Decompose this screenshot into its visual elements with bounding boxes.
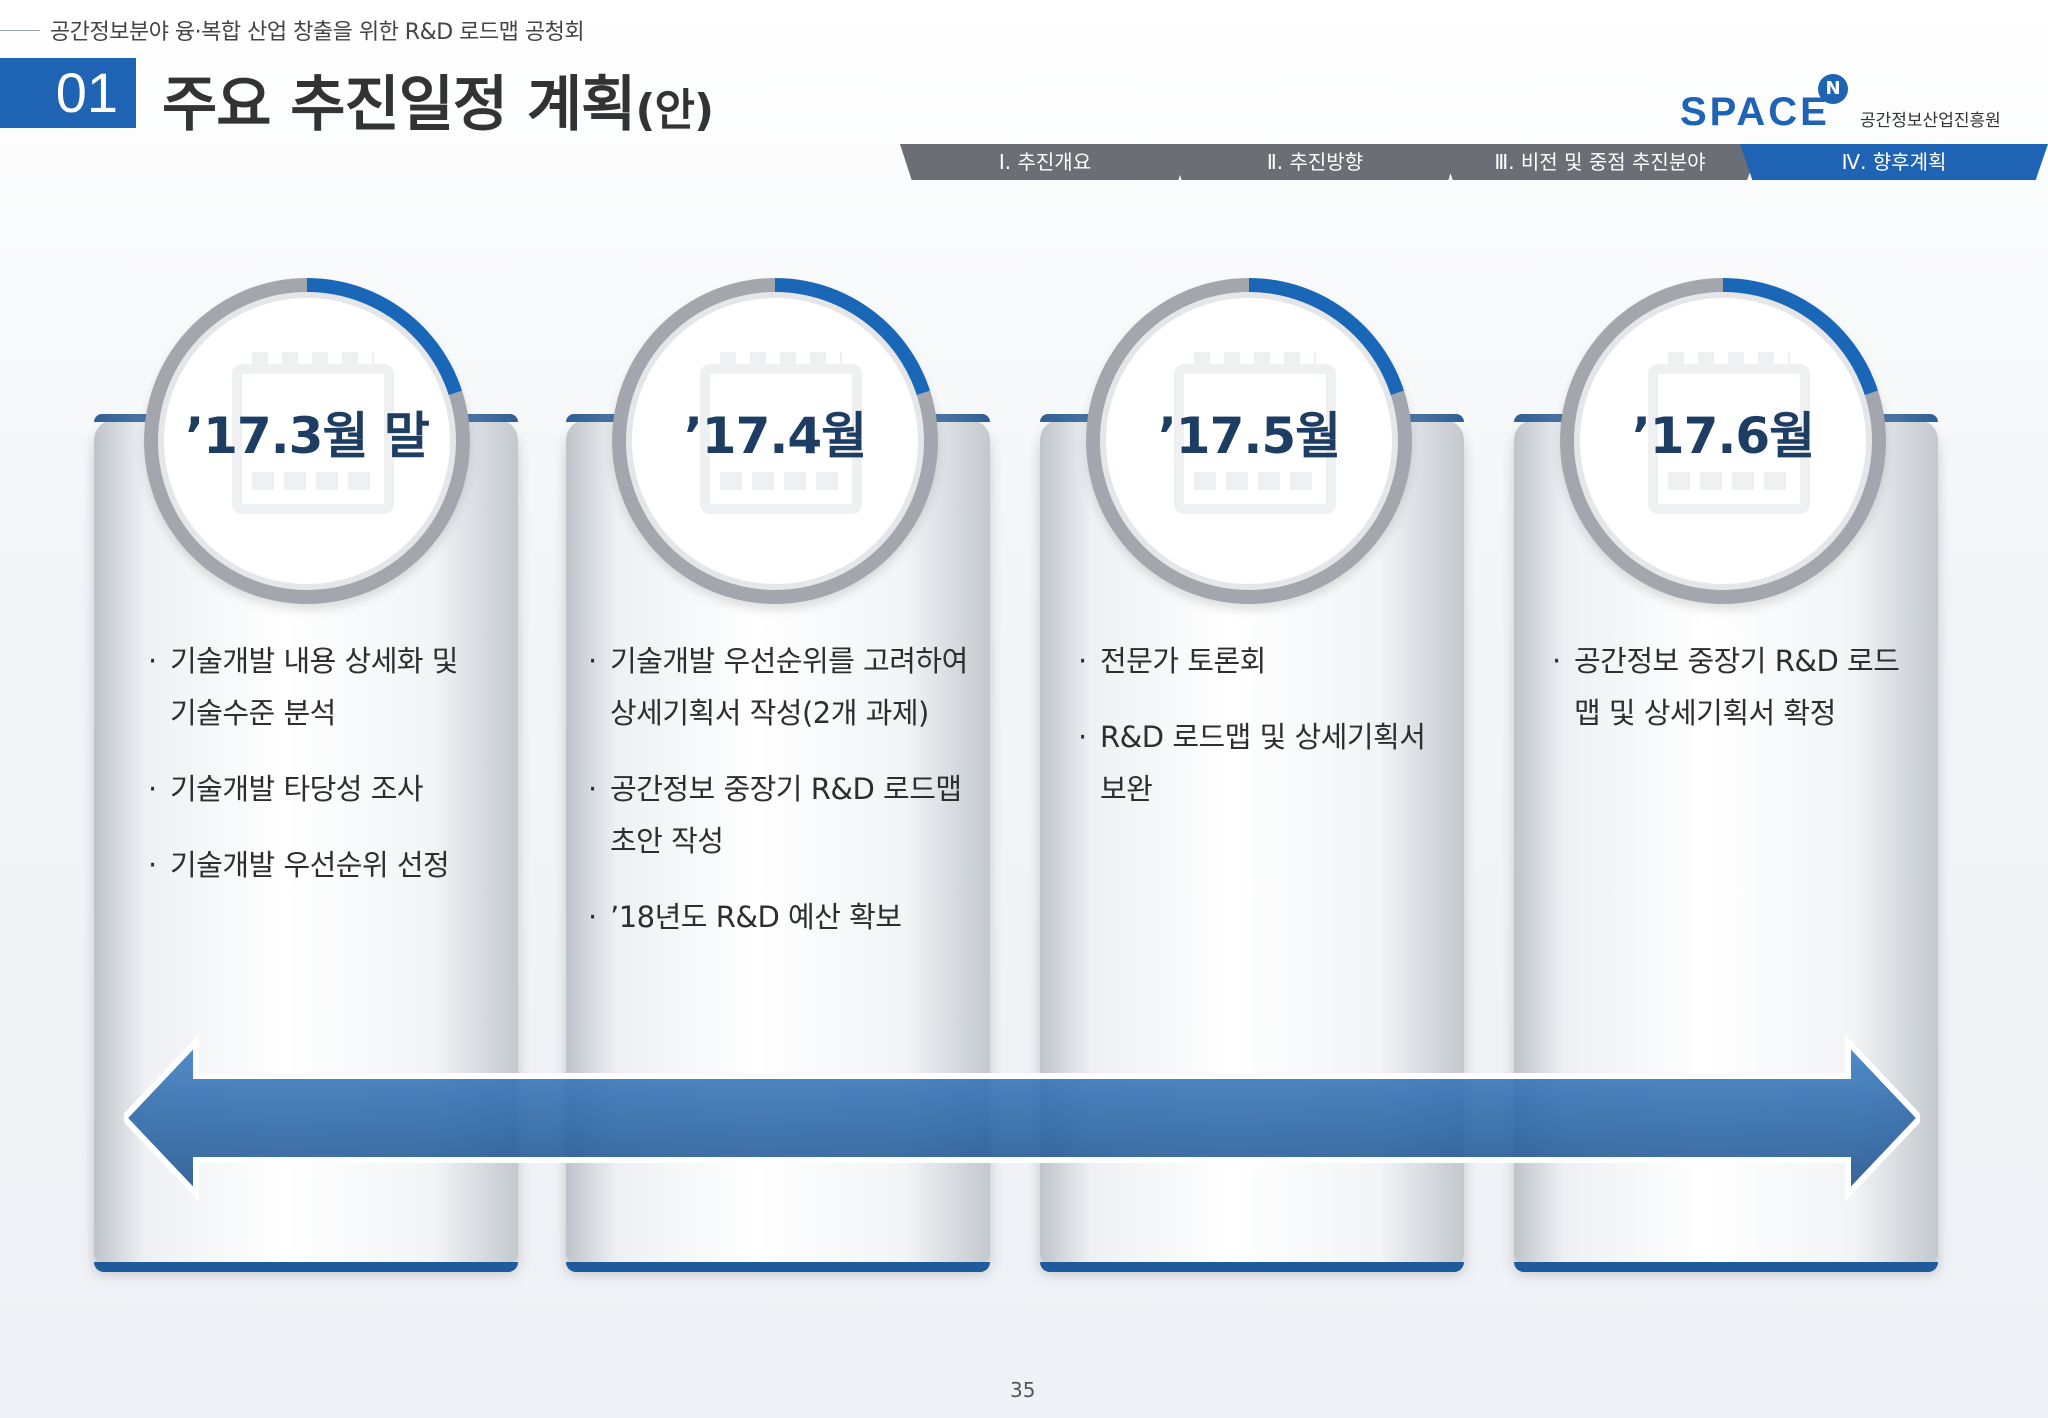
space-n-logo: SPACE N 공간정보산업진흥원 <box>1680 74 2010 140</box>
list-item: 공간정보 중장기 R&D 로드맵 및 상세기획서 확정 <box>1552 635 1902 739</box>
list-item: ’18년도 R&D 예산 확보 <box>588 891 978 943</box>
calendar-icon <box>1174 352 1336 514</box>
period-badge-may: ’17.5월 <box>1086 278 1412 604</box>
list-item: 기술개발 우선순위를 고려하여 상세기획서 작성(2개 과제) <box>588 635 978 739</box>
badge-inner <box>1100 292 1398 590</box>
schedule-list: 공간정보 중장기 R&D 로드맵 및 상세기획서 확정 <box>1552 635 1902 763</box>
schedule-list: 기술개발 우선순위를 고려하여 상세기획서 작성(2개 과제) 공간정보 중장기… <box>588 635 978 967</box>
list-item: 전문가 토론회 <box>1078 635 1438 687</box>
calendar-icon <box>1648 352 1810 514</box>
nav-tab-overview[interactable]: Ⅰ. 추진개요 <box>900 144 1190 180</box>
period-badge-march: ’17.3월 말 <box>144 278 470 604</box>
nav-tab-vision[interactable]: Ⅲ. 비전 및 중점 추진분야 <box>1440 144 1760 180</box>
page-number: 35 <box>1010 1378 1036 1402</box>
double-arrow-icon <box>124 1034 1920 1202</box>
period-label: ’17.4월 <box>683 407 867 465</box>
badge-inner <box>626 292 924 590</box>
schedule-list: 기술개발 내용 상세화 및 기술수준 분석 기술개발 타당성 조사 기술개발 우… <box>148 635 488 915</box>
section-nav: Ⅰ. 추진개요 Ⅱ. 추진방향 Ⅲ. 비전 및 중점 추진분야 Ⅳ. 향후계획 <box>900 144 2048 180</box>
list-item: 기술개발 내용 상세화 및 기술수준 분석 <box>148 635 488 739</box>
calendar-icon <box>700 352 862 514</box>
nav-tab-direction[interactable]: Ⅱ. 추진방향 <box>1170 144 1460 180</box>
page-title: 주요 추진일정 계획(안) <box>162 56 714 143</box>
logo-text: SPACE <box>1680 90 1830 134</box>
section-number: 01 <box>0 58 136 128</box>
period-label: ’17.6월 <box>1631 407 1815 465</box>
logo-badge: N <box>1818 74 1848 104</box>
list-item: 기술개발 우선순위 선정 <box>148 839 488 891</box>
badge-inner <box>1574 292 1872 590</box>
page-title-text: 주요 추진일정 계획 <box>162 70 636 140</box>
period-label: ’17.3월 말 <box>185 407 430 465</box>
list-item: 기술개발 타당성 조사 <box>148 763 488 815</box>
schedule-list: 전문가 토론회 R&D 로드맵 및 상세기획서 보완 <box>1078 635 1438 839</box>
badge-inner <box>158 292 456 590</box>
header-rule <box>0 30 40 31</box>
period-label: ’17.5월 <box>1157 407 1341 465</box>
presentation-subtitle: 공간정보분야 융·복합 산업 창출을 위한 R&D 로드맵 공청회 <box>50 20 585 45</box>
calendar-icon <box>232 352 394 514</box>
period-badge-june: ’17.6월 <box>1560 278 1886 604</box>
nav-tab-future-plan[interactable]: Ⅳ. 향후계획 <box>1740 144 2048 180</box>
list-item: 공간정보 중장기 R&D 로드맵 초안 작성 <box>588 763 978 867</box>
list-item: R&D 로드맵 및 상세기획서 보완 <box>1078 711 1438 815</box>
logo-organization: 공간정보산업진흥원 <box>1860 111 2001 131</box>
period-badge-april: ’17.4월 <box>612 278 938 604</box>
page-title-suffix: (안) <box>635 85 714 136</box>
